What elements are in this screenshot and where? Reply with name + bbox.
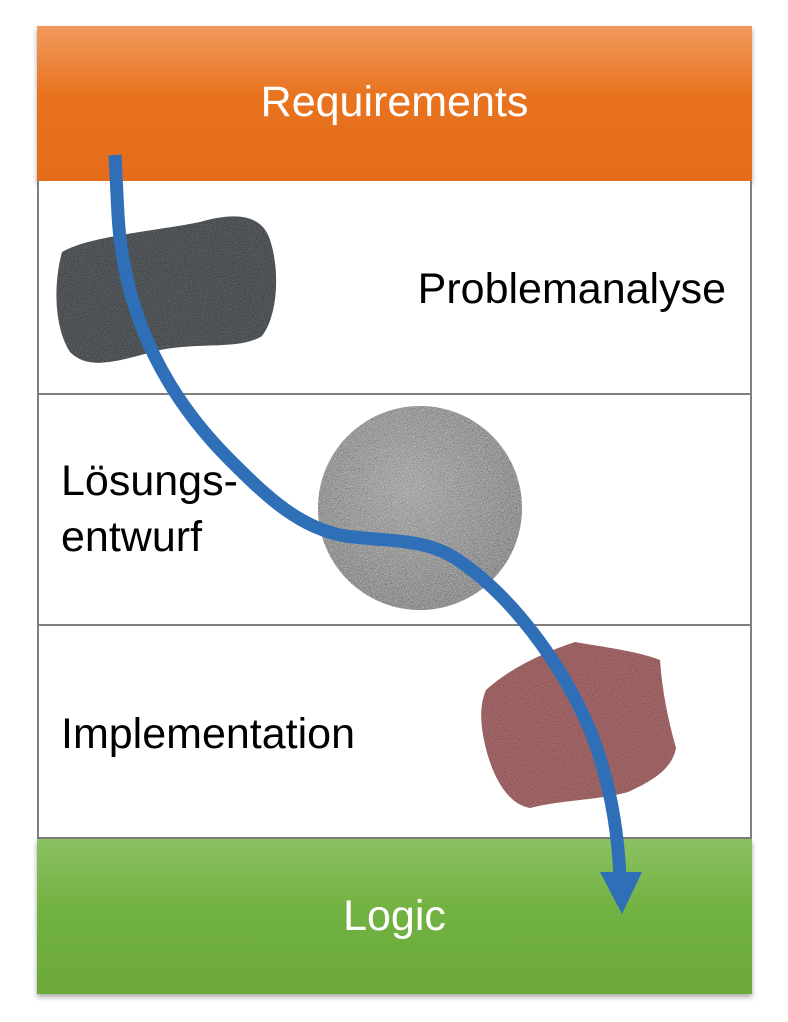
stage-row-problemanalyse: Problemanalyse — [37, 181, 752, 395]
stage-row-loesungsentwurf: Lösungs- entwurf — [37, 395, 752, 626]
logic-label: Logic — [343, 892, 446, 940]
stage-label-problemanalyse: Problemanalyse — [417, 265, 726, 313]
stage-label-line-1: Lösungs- — [61, 457, 238, 505]
logic-band: Logic — [37, 839, 752, 994]
stage-label-implementation: Implementation — [61, 710, 355, 758]
requirements-label: Requirements — [260, 78, 529, 126]
stage-row-implementation: Implementation — [37, 626, 752, 839]
stage-label-loesungsentwurf: Lösungs- entwurf — [61, 453, 238, 565]
requirements-band: Requirements — [37, 26, 752, 181]
stage-label-line-2: entwurf — [61, 513, 203, 561]
